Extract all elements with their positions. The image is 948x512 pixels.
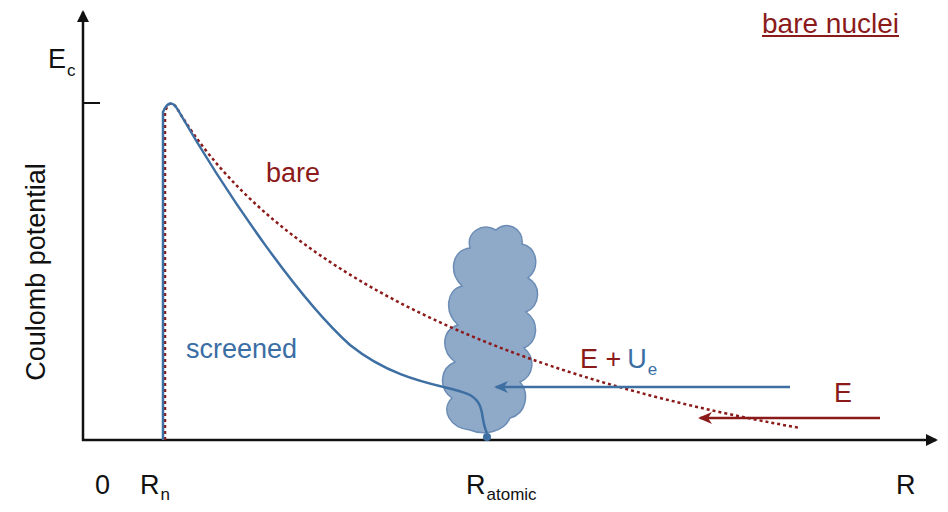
bare-energy-arrow [700,417,880,420]
bare-curve [165,103,800,440]
ec-tick [83,102,100,104]
curve-label: bare [266,160,320,187]
axis-symbol: E [48,46,66,73]
axis-title: Coulomb potential [23,163,50,381]
x-axis [82,439,936,442]
energy-label: U [627,346,647,373]
diagram-title: bare nuclei [762,10,899,38]
screened-curve [163,103,487,440]
energy-subscript: e [648,361,657,378]
axis-tick-label: R [466,472,486,499]
nucleus-dot [483,433,491,441]
axis-subscript: c [67,62,76,79]
axis-tick-subscript: n [161,486,170,503]
energy-label: E + [580,346,621,373]
axis-tick-label: 0 [95,472,110,499]
screened-energy-arrow [496,386,790,389]
curve-label: screened [186,336,297,363]
energy-label: E [834,380,852,407]
axis-tick-label: R [140,472,160,499]
axis-tick-label: R [896,472,916,499]
axis-tick-subscript: atomic [487,486,537,503]
y-axis [82,12,85,441]
